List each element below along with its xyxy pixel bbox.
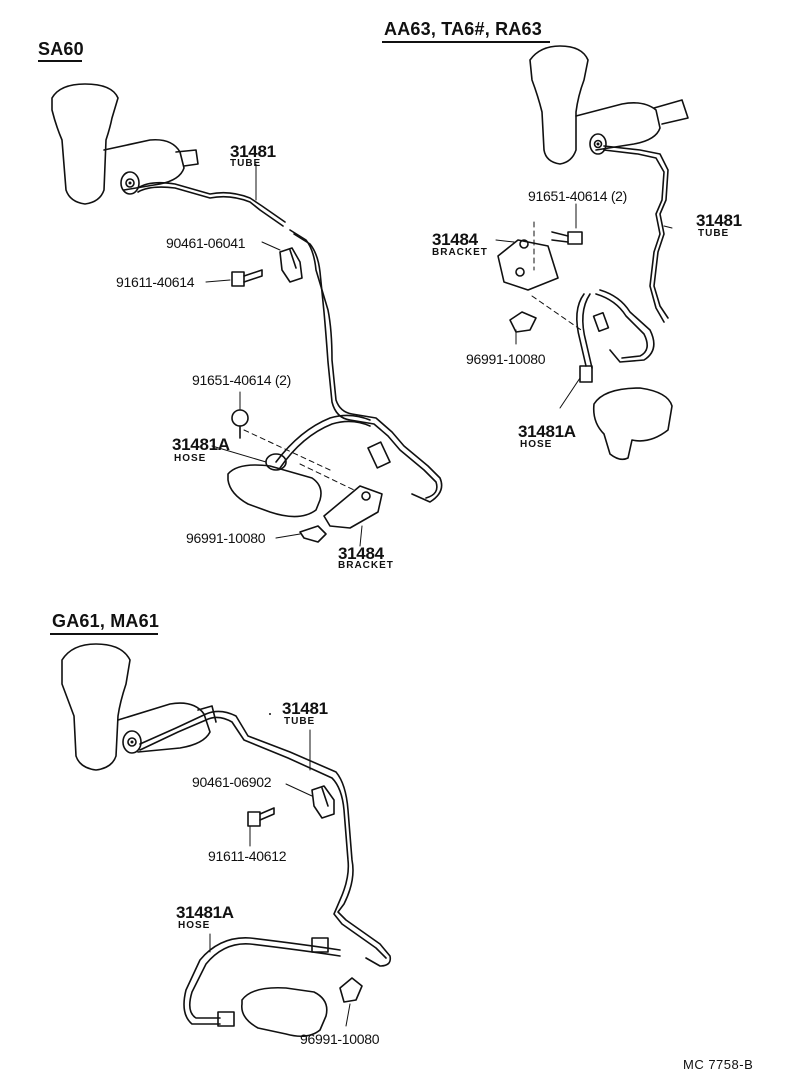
ga61-master-cylinder — [61, 643, 217, 771]
aa63-bracket-name: BRACKET — [432, 247, 488, 258]
aa63-bolt-part — [551, 231, 583, 245]
aa63-tube-name: TUBE — [698, 228, 730, 239]
sa60-bracket-number: 31484 — [338, 544, 384, 563]
sa60-bracket-name: BRACKET — [338, 560, 394, 571]
ga61-leader-lines — [209, 729, 351, 1027]
sa60-tube — [137, 181, 443, 503]
sa60-bolt-number: 91611-40614 — [116, 274, 195, 290]
aa63-heading-underline — [382, 41, 550, 43]
sa60-slave-cylinder — [227, 453, 322, 518]
ga61-hose-name: HOSE — [178, 920, 211, 931]
aa63-bracket-part — [497, 239, 559, 291]
sa60-bolt2-part — [231, 409, 249, 439]
sa60-hose — [275, 414, 391, 469]
aa63-heading: AA63, TA6#, RA63 — [384, 19, 542, 39]
sa60-bolt2-number: 91651-40614 (2) — [192, 372, 292, 388]
sa60-clip-part — [279, 247, 303, 283]
aa63-clamp-number: 96991-10080 — [466, 351, 546, 367]
aa63-master-cylinder — [529, 45, 689, 165]
aa63-tube — [603, 145, 669, 323]
sa60-hose-number: 31481A — [172, 435, 230, 454]
figure-code: MC 7758-B — [683, 1057, 754, 1072]
sa60-tube-number: 31481 — [230, 142, 276, 161]
sa60-clip-number: 90461-06041 — [166, 235, 246, 251]
sa60-clamp-part — [299, 525, 327, 543]
aa63-tube-number: 31481 — [696, 211, 742, 230]
ga61-tube — [139, 710, 392, 967]
ga61-hose-number: 31481A — [176, 903, 234, 922]
ga61-clamp-number: 96991-10080 — [300, 1031, 380, 1047]
ga61-slave-cylinder — [241, 986, 328, 1038]
sa60-bolt-part — [231, 269, 263, 287]
aa63-slave-cylinder — [592, 387, 673, 461]
ga61-bolt-number: 91611-40612 — [208, 848, 287, 864]
ga61-heading: GA61, MA61 — [52, 611, 160, 631]
ga61-bolt-part — [247, 807, 275, 827]
aa63-hose — [576, 289, 655, 383]
ga61-clip-number: 90461-06902 — [192, 774, 272, 790]
aa63-bolt-number: 91651-40614 (2) — [528, 188, 628, 204]
sa60-leader-lines — [205, 163, 363, 547]
sa60-heading-underline — [38, 60, 82, 62]
aa63-bracket-number: 31484 — [432, 230, 478, 249]
ga61-tube-number: 31481 — [282, 699, 328, 718]
aa63-clamp-part — [509, 311, 537, 333]
fitting-dots — [128, 142, 600, 744]
sa60-bracket-part — [323, 485, 383, 529]
ga61-clamp-part — [339, 977, 363, 1003]
ga61-tube-name: TUBE — [284, 716, 316, 727]
sa60-master-cylinder — [51, 83, 199, 205]
aa63-hose-name: HOSE — [520, 439, 553, 450]
aa63-leader-lines — [495, 203, 673, 409]
aa63-hose-number: 31481A — [518, 422, 576, 441]
sa60-heading: SA60 — [38, 39, 84, 59]
sa60-tube-name: TUBE — [230, 158, 262, 169]
ga61-clip-part — [311, 785, 335, 819]
ga61-heading-underline — [50, 633, 158, 635]
ga61-hose — [183, 937, 341, 1027]
sa60-clamp-number: 96991-10080 — [186, 530, 266, 546]
sa60-hose-name: HOSE — [174, 453, 207, 464]
